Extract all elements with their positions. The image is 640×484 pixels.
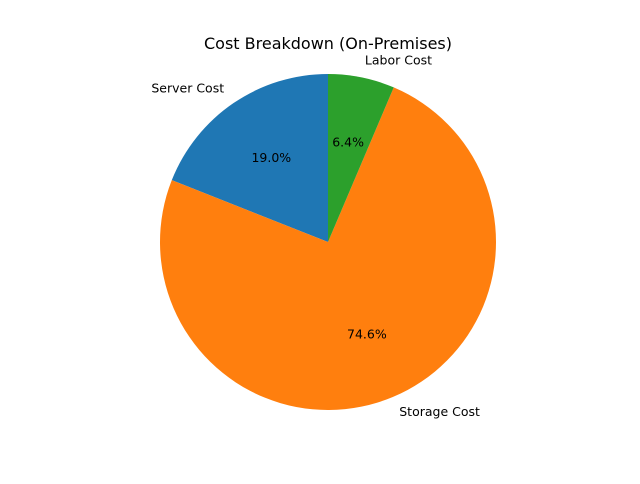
pie-slices	[159, 74, 496, 410]
slice-label-storage-cost: Storage Cost	[399, 404, 480, 419]
slice-label-labor-cost: Labor Cost	[365, 52, 432, 67]
pie-slice-storage-cost	[159, 87, 496, 410]
pie-slice-server-cost	[171, 74, 328, 242]
chart-title: Cost Breakdown (On-Premises)	[204, 34, 452, 53]
pie-slice-labor-cost	[328, 74, 394, 242]
slice-percent-server-cost: 19.0%	[251, 150, 291, 165]
slice-label-server-cost: Server Cost	[151, 81, 224, 96]
pie-labels: Server Cost 19.0% Storage Cost 74.6% Labor C…	[151, 52, 480, 419]
slice-percent-storage-cost: 74.6%	[347, 327, 387, 342]
slice-percent-labor-cost: 6.4%	[332, 135, 364, 150]
